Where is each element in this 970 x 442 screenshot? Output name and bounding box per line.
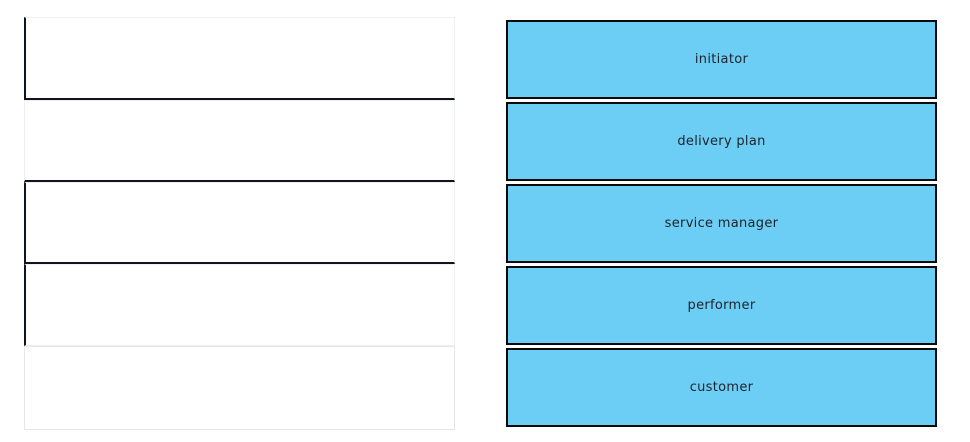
answer-tile-service-manager[interactable]: service manager [506, 184, 937, 263]
drop-slot-3[interactable] [24, 182, 455, 264]
answer-tile-label: initiator [694, 52, 749, 67]
drop-slot-4[interactable] [24, 264, 455, 346]
drop-slot-5[interactable] [24, 346, 455, 430]
drop-slot-1[interactable] [24, 17, 455, 100]
answer-tile-label: performer [687, 298, 756, 313]
answer-tile-performer[interactable]: performer [506, 266, 937, 345]
answer-tile-label: service manager [664, 216, 779, 231]
drop-slot-2[interactable] [24, 100, 455, 182]
answer-tile-customer[interactable]: customer [506, 348, 937, 427]
answer-tile-initiator[interactable]: initiator [506, 20, 937, 99]
answer-tile-delivery-plan[interactable]: delivery plan [506, 102, 937, 181]
answer-tile-label: customer [689, 380, 754, 395]
answer-tile-label: delivery plan [677, 134, 766, 149]
answer-tile-column: initiator delivery plan service manager … [506, 20, 937, 430]
drop-slot-column [24, 17, 455, 430]
